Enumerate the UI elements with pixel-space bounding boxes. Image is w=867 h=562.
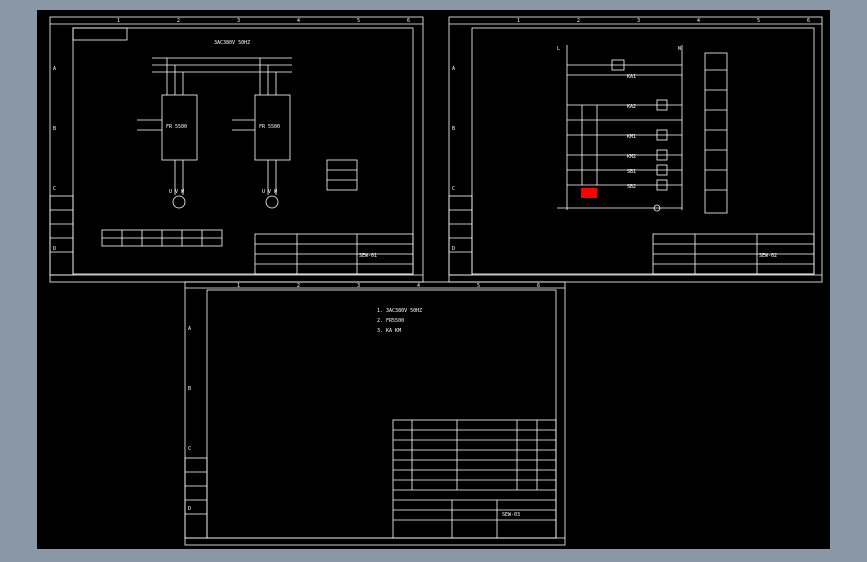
- sheet-2-note-2: KA1: [627, 74, 636, 80]
- sheet-1-zone-d: D: [53, 246, 56, 252]
- sheet-3-zone-c: C: [188, 446, 191, 452]
- sheet-1-zone-c: C: [53, 186, 56, 192]
- drawing-svg: 3AC380V 50HZ FR 5500 FR 5500 U V W U V W…: [49, 16, 823, 546]
- sheet-2-note-7: SB2: [627, 184, 636, 190]
- sheet-1-title: SEW-01: [359, 253, 377, 259]
- sheet-3-ruler-1: 1: [237, 283, 240, 289]
- sheet-3-note-0: 1. 3AC380V 50HZ: [377, 308, 422, 314]
- sheet-3-ruler-5: 5: [477, 283, 480, 289]
- sheet-3-ruler-4: 4: [417, 283, 420, 289]
- sheet-2-note-3: KA2: [627, 104, 636, 110]
- sheet-2-zone-b: B: [452, 126, 455, 132]
- sheet-2-ruler-5: 5: [757, 18, 760, 24]
- sheet-2-note-1: N: [678, 46, 681, 52]
- sheet-3-zone-b: B: [188, 386, 191, 392]
- sheet-2-zone-c: C: [452, 186, 455, 192]
- sheet-1-note-2: FR 5500: [259, 124, 280, 130]
- sheet-3: [184, 281, 566, 546]
- sheet-3-title: SEW-03: [502, 512, 520, 518]
- sheet-1-note-4: U V W: [262, 189, 278, 195]
- sheet-3-note-2: 3. KA KM: [377, 328, 401, 334]
- sheet-1-ruler-1: 1: [117, 18, 120, 24]
- sheet-1-zone-b: B: [53, 126, 56, 132]
- sheet-3-ruler-6: 6: [537, 283, 540, 289]
- drawing-canvas[interactable]: 3AC380V 50HZ FR 5500 FR 5500 U V W U V W…: [37, 10, 830, 549]
- sheet-2-ruler-4: 4: [697, 18, 700, 24]
- sheet-1-ruler-5: 5: [357, 18, 360, 24]
- selection-highlight: [581, 188, 597, 198]
- sheet-3-note-1: 2. FR5500: [377, 318, 404, 324]
- sheet-1-ruler-4: 4: [297, 18, 300, 24]
- sheet-2-ruler-2: 2: [577, 18, 580, 24]
- sheet-3-zone-d: D: [188, 506, 191, 512]
- sheet-2-note-5: KM2: [627, 154, 636, 160]
- sheet-1-zone-a: A: [53, 66, 56, 72]
- sheet-1-note-3: U V W: [169, 189, 185, 195]
- sheet-3-zone-a: A: [188, 326, 191, 332]
- sheet-1-note-0: 3AC380V 50HZ: [214, 40, 250, 46]
- sheet-1-ruler-2: 2: [177, 18, 180, 24]
- sheet-2-ruler-3: 3: [637, 18, 640, 24]
- sheet-2: [448, 16, 823, 283]
- sheet-3-ruler-2: 2: [297, 283, 300, 289]
- sheet-1-note-1: FR 5500: [166, 124, 187, 130]
- sheet-1-ruler-6: 6: [407, 18, 410, 24]
- sheet-2-zone-d: D: [452, 246, 455, 252]
- sheet-2-note-0: L: [557, 46, 560, 52]
- sheet-2-title: SEW-02: [759, 253, 777, 259]
- sheet-1-ruler-3: 3: [237, 18, 240, 24]
- sheet-2-note-6: SB1: [627, 169, 636, 175]
- sheet-2-ruler-6: 6: [807, 18, 810, 24]
- sheet-2-zone-a: A: [452, 66, 455, 72]
- sheet-1: [49, 16, 424, 283]
- sheet-3-ruler-3: 3: [357, 283, 360, 289]
- sheet-2-note-4: KM1: [627, 134, 636, 140]
- sheet-2-ruler-1: 1: [517, 18, 520, 24]
